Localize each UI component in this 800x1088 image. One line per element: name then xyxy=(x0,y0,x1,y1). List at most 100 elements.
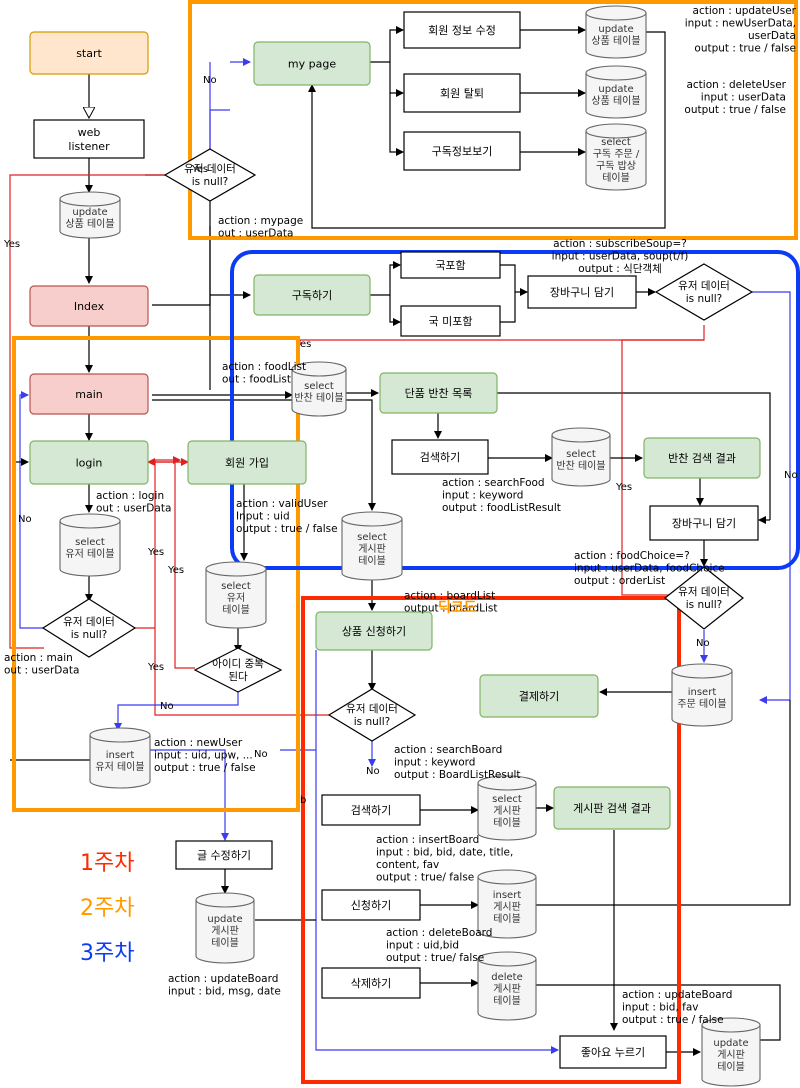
diamond-shape xyxy=(664,566,744,630)
box-label: Index xyxy=(74,300,105,313)
process-box-editpost: 글 수정하기 xyxy=(175,840,273,870)
box-label: 단품 반찬 목록 xyxy=(405,386,473,400)
box-label: 결제하기 xyxy=(519,689,559,703)
process-box-sidelist: 단품 반찬 목록 xyxy=(379,372,498,414)
process-box-start: start xyxy=(29,31,149,75)
box-label: 상품 신청하기 xyxy=(342,624,406,638)
box-label: start xyxy=(76,47,102,60)
edge-label-l_no2: No xyxy=(18,514,32,525)
box-label: main xyxy=(75,388,103,401)
box-shape xyxy=(29,31,149,75)
box-shape xyxy=(29,285,149,327)
cylinder-rim xyxy=(195,899,255,908)
cylinder-rim xyxy=(89,734,151,743)
diamond-shape xyxy=(41,598,137,658)
cylinder-rim xyxy=(671,670,733,679)
edge-label-l_yes2: Yes xyxy=(147,547,164,558)
cylinder-body xyxy=(701,1017,761,1087)
cylinder-rim xyxy=(585,72,647,81)
edge-label-l_b: b xyxy=(300,795,306,806)
week3-frame xyxy=(230,250,800,570)
edge-label-l_yes7: es xyxy=(300,339,311,350)
box-label: 장바구니 담기 xyxy=(672,517,736,530)
process-box-subscribe: 구독하기 xyxy=(253,274,371,316)
process-box-index: Index xyxy=(29,285,149,327)
box-shape xyxy=(479,674,599,718)
cylinder-rim xyxy=(59,198,121,207)
box-label: 구독하기 xyxy=(292,288,332,302)
edge-label-l_yes5: Yes xyxy=(615,482,632,493)
cylinder-rim xyxy=(477,958,537,967)
box-label: 국포함 xyxy=(435,259,465,272)
box-label: 장바구니 담기 xyxy=(550,286,614,299)
box-shape xyxy=(649,505,759,541)
box-shape xyxy=(400,251,501,279)
cylinder-body xyxy=(59,513,121,577)
process-box-like: 좋아요 누르기 xyxy=(559,1035,667,1069)
process-box-main: main xyxy=(29,373,149,415)
diamond-shape xyxy=(654,263,754,321)
cylinder-rim xyxy=(477,782,537,791)
box-shape xyxy=(400,305,501,337)
week2-frame-login xyxy=(12,336,300,812)
box-label: 글 수정하기 xyxy=(197,848,251,862)
box-label: 회원 탈퇴 xyxy=(440,87,484,100)
cylinder-body xyxy=(89,727,151,789)
edge-label-l_no1: No xyxy=(203,75,217,86)
process-box-cart1: 장바구니 담기 xyxy=(527,275,637,309)
process-box-mypage: my page xyxy=(253,41,371,86)
edge-label-l_no5: No xyxy=(784,470,798,481)
box-shape xyxy=(321,889,421,921)
legend-week1: 1주차 xyxy=(80,851,134,876)
box-label: my page xyxy=(288,58,336,71)
box-shape xyxy=(253,274,371,316)
week1-frame xyxy=(301,596,681,1084)
process-box-subinfo: 구독정보보기 xyxy=(403,131,521,171)
cylinder-body xyxy=(59,191,121,239)
box-shape xyxy=(391,439,489,475)
cylinder-body xyxy=(671,663,733,727)
cylinder-body xyxy=(551,427,611,487)
box-shape xyxy=(379,372,498,414)
week2-frame-mypage xyxy=(188,0,798,240)
cylinder-rim xyxy=(477,876,537,885)
process-box-search1: 검색하기 xyxy=(391,439,489,475)
connectors xyxy=(9,26,791,1056)
diamond-shape xyxy=(163,148,257,202)
